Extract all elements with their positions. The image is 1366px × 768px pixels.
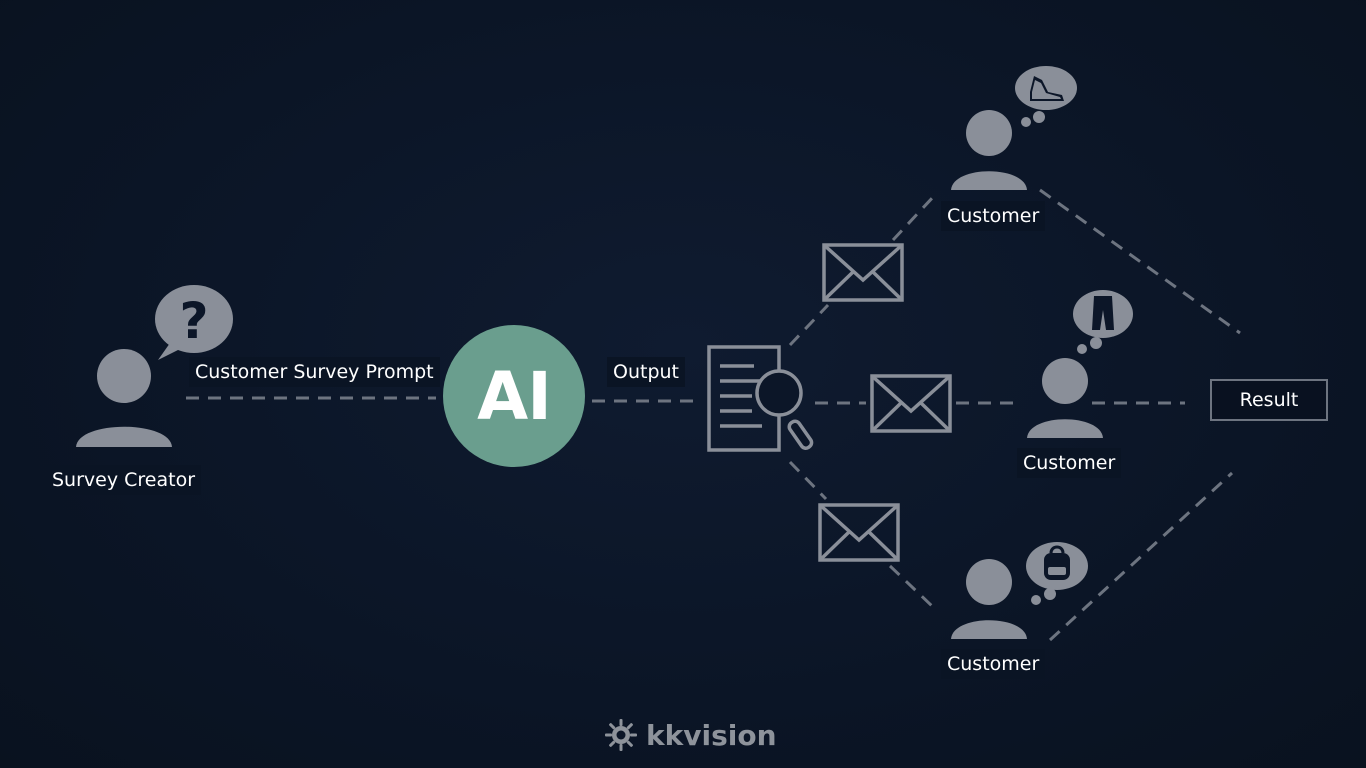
connector-customer-top-result (1039, 188, 1241, 335)
connector-envelope-bottom-customer (888, 564, 934, 608)
result-label: Result (1239, 389, 1299, 411)
customer-bottom-label: Customer (941, 649, 1046, 679)
sneaker-icon (1015, 66, 1077, 127)
result-box: Result (1210, 379, 1328, 421)
connector-doc-envelope-top (788, 303, 830, 347)
envelope-icon (822, 243, 904, 302)
pants-icon (1073, 290, 1133, 354)
connector-doc-envelope-bottom (788, 460, 828, 501)
connector-envelope-top-customer (891, 193, 937, 242)
envelope-icon (818, 503, 900, 562)
customer-top-label: Customer (941, 201, 1046, 231)
person-icon (951, 110, 1027, 190)
svg-text:?: ? (179, 292, 208, 350)
brand-logo: kkvision (604, 716, 777, 754)
person-icon (951, 559, 1027, 639)
brand-name: kkvision (646, 718, 777, 752)
person-icon (76, 349, 172, 447)
person-icon (1027, 358, 1103, 438)
document-search-icon (707, 345, 814, 452)
envelope-icon (870, 374, 952, 433)
ai-label: AI (477, 357, 552, 435)
connectors (186, 188, 1241, 642)
ai-circle (443, 325, 585, 467)
backpack-icon (1026, 542, 1088, 605)
survey-creator-label: Survey Creator (46, 465, 202, 495)
output-label: Output (607, 357, 685, 387)
connector-customer-bottom-result (1048, 471, 1234, 642)
gear-sun-icon (605, 719, 637, 751)
survey-prompt-label: Customer Survey Prompt (189, 357, 440, 387)
question-mark-icon: ? (155, 285, 233, 360)
customer-mid-label: Customer (1017, 448, 1122, 478)
